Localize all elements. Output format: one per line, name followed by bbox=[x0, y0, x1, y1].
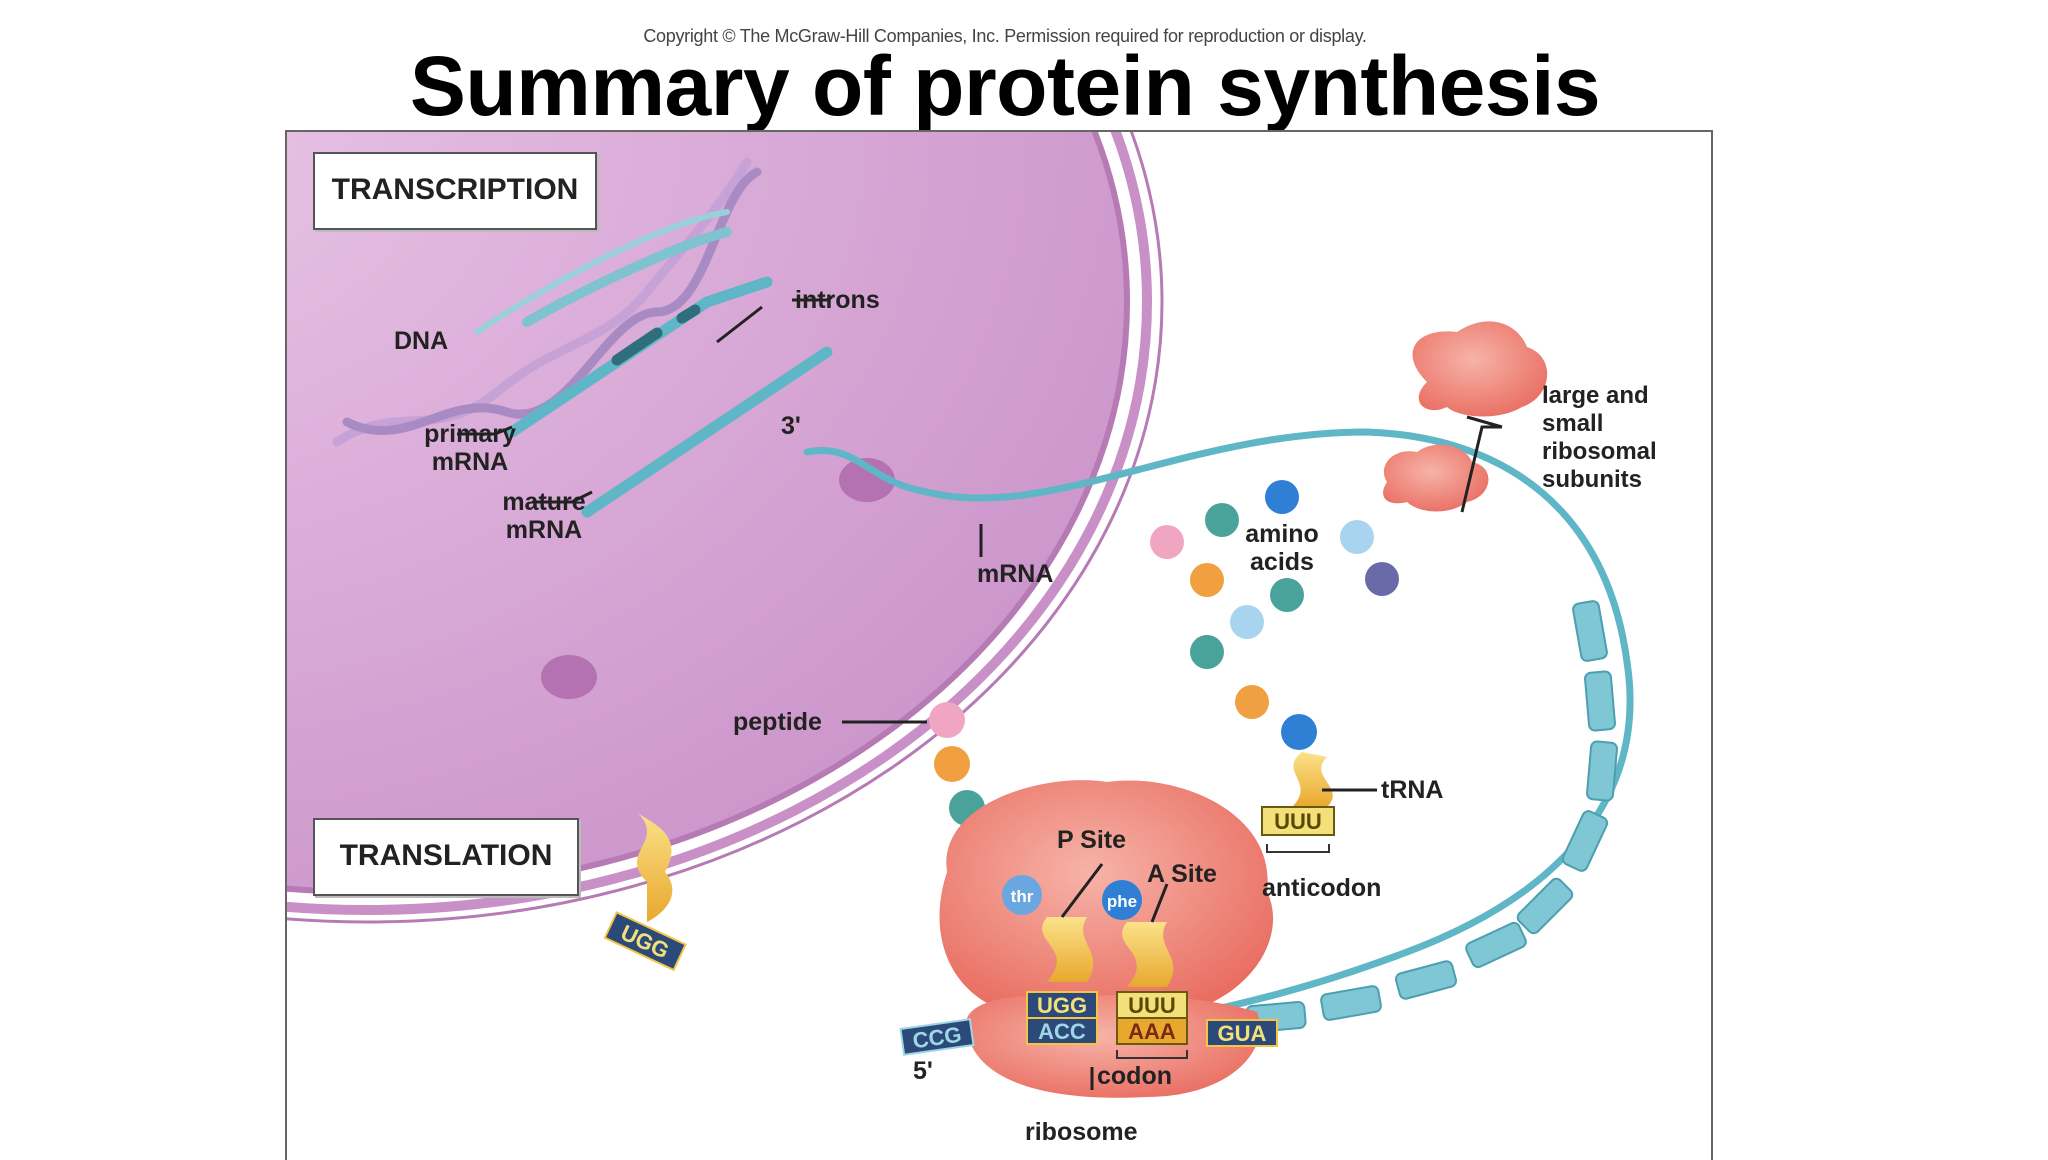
amino-acid-pool bbox=[1150, 480, 1399, 719]
page-title: Summary of protein synthesis bbox=[409, 39, 1601, 133]
leader-lines bbox=[457, 295, 1503, 1090]
p-site-codon: ACC bbox=[1038, 1019, 1086, 1044]
label-primary-mrna: primary mRNA bbox=[415, 420, 525, 476]
anticodon-sequence: UUU bbox=[1274, 809, 1322, 834]
primary-mrna bbox=[506, 276, 773, 438]
label-mature-mrna-line1: mature bbox=[502, 488, 586, 516]
p-site-anticodon: UGG bbox=[1037, 993, 1087, 1018]
label-mrna: mRNA bbox=[977, 560, 1054, 588]
label-five-prime: 5' bbox=[913, 1057, 933, 1085]
label-codon: codon bbox=[1097, 1062, 1172, 1090]
label-three-prime: 3' bbox=[781, 412, 801, 440]
protein-synthesis-diagram: UUU UGG thr UGG bbox=[287, 132, 1634, 1098]
section-translation: TRANSLATION bbox=[313, 818, 579, 896]
mrna-left-codon: CCG bbox=[899, 1018, 975, 1056]
label-amino-acids-line1: amino bbox=[1245, 520, 1319, 548]
label-ribosomal-subunits-line4: subunits bbox=[1542, 466, 1642, 493]
label-peptide: peptide bbox=[733, 708, 822, 736]
dna-helix bbox=[332, 157, 762, 447]
p-site-trna: thr UGG ACC bbox=[1002, 875, 1098, 1045]
copyright-notice: Copyright © The McGraw-Hill Companies, I… bbox=[643, 26, 1367, 46]
diagram-panel: UUU UGG thr UGG bbox=[285, 130, 1713, 1160]
label-ribosomal-subunits: large and small ribosomal subunits bbox=[1542, 382, 1657, 494]
trna-with-amino-acid: UUU bbox=[1261, 714, 1335, 853]
label-ribosomal-subunits-line1: large and bbox=[1542, 382, 1649, 409]
label-trna: tRNA bbox=[1381, 776, 1444, 804]
label-primary-mrna-line1: primary bbox=[424, 420, 516, 448]
label-ribosomal-subunits-line2: small bbox=[1542, 410, 1604, 437]
mrna-right-codon: GUA bbox=[1206, 1019, 1278, 1047]
a-site-codon: AAA bbox=[1128, 1019, 1176, 1044]
label-a-site: A Site bbox=[1147, 860, 1217, 888]
label-mature-mrna: mature mRNA bbox=[489, 488, 599, 544]
a-site-amino-tag: phe bbox=[1107, 892, 1137, 911]
mrna-strand bbox=[803, 428, 1634, 1041]
label-primary-mrna-line2: mRNA bbox=[431, 448, 509, 476]
label-p-site: P Site bbox=[1057, 826, 1127, 854]
mrna-right-sequence: GUA bbox=[1218, 1021, 1267, 1046]
section-transcription: TRANSCRIPTION bbox=[313, 152, 597, 230]
label-ribosomal-subunits-line3: ribosomal bbox=[1542, 438, 1657, 465]
a-site-trna: phe UUU AAA bbox=[1102, 880, 1188, 1059]
label-dna: DNA bbox=[394, 327, 449, 355]
nuclear-pore bbox=[541, 655, 597, 699]
label-amino-acids-line2: acids bbox=[1250, 548, 1314, 576]
label-amino-acids: amino acids bbox=[1237, 520, 1327, 576]
p-site-amino-tag: thr bbox=[1011, 887, 1034, 906]
nuclear-pore bbox=[839, 458, 895, 502]
label-ribosome: ribosome bbox=[1025, 1118, 1138, 1146]
a-site-anticodon: UUU bbox=[1128, 993, 1176, 1018]
ribosomal-subunits bbox=[1383, 321, 1548, 512]
label-mature-mrna-line2: mRNA bbox=[505, 516, 583, 544]
label-anticodon: anticodon bbox=[1262, 874, 1382, 902]
label-introns: introns bbox=[795, 286, 880, 314]
mature-mrna bbox=[581, 346, 833, 518]
